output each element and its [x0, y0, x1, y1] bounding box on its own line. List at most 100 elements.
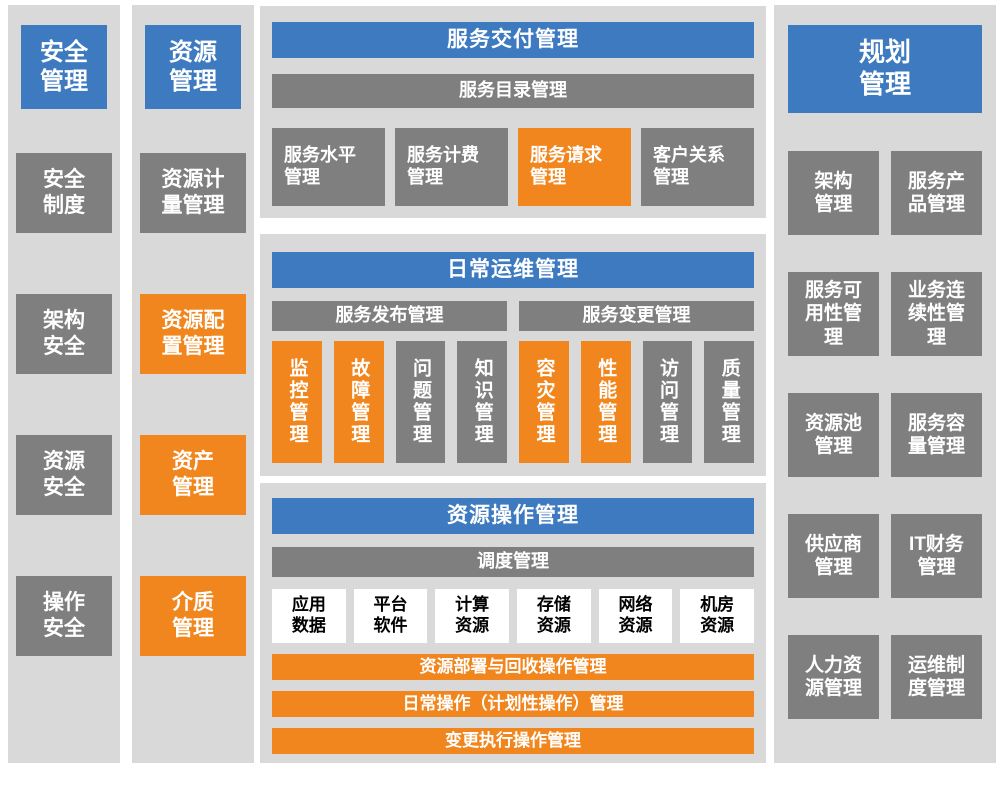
- box-label: 介质管理: [171, 591, 214, 640]
- bar-label: 变更执行操作管理: [445, 730, 581, 750]
- service-release-subheader: 服务发布管理: [272, 301, 507, 331]
- box-label: 服务请求管理: [530, 145, 602, 187]
- service-level-box: 服务水平管理: [272, 128, 385, 206]
- security-item-system: 安全制度: [16, 153, 112, 233]
- panel-title-label: 日常运维管理: [447, 258, 579, 282]
- datacenter-resource-box: 机房资源: [680, 589, 755, 643]
- resource-item-media: 介质管理: [140, 576, 246, 656]
- compute-resource-box: 计算资源: [435, 589, 510, 643]
- box-label: 资源安全: [42, 450, 85, 499]
- service-delivery-title: 服务交付管理: [272, 22, 754, 58]
- business-continuity-mgmt-box: 业务连续性管理: [891, 272, 982, 356]
- service-product-mgmt-box: 服务产品管理: [891, 151, 982, 235]
- bar-label: 日常操作（计划性操作）管理: [402, 693, 624, 713]
- daily-operations-items-row: 监控管理 故障管理 问题管理 知识管理 容灾管理 性能管理 访问管理 质量管理: [272, 341, 754, 463]
- box-label: 人力资源管理: [804, 654, 862, 699]
- box-label: 资产管理: [171, 450, 214, 499]
- panel-daily-operations: 日常运维管理 服务发布管理 服务变更管理 监控管理 故障管理 问题管理 知识管理…: [260, 234, 766, 476]
- box-label: 供应商管理: [804, 533, 862, 578]
- box-label: 监控管理: [286, 358, 308, 446]
- security-item-operation: 操作安全: [16, 576, 112, 656]
- box-label: 质量管理: [718, 358, 740, 446]
- daily-planned-operations-bar: 日常操作（计划性操作）管理: [272, 691, 754, 717]
- problem-box: 问题管理: [395, 341, 446, 463]
- storage-resource-box: 存储资源: [517, 589, 591, 643]
- box-label: 故障管理: [348, 358, 370, 446]
- service-request-box: 服务请求管理: [518, 128, 631, 206]
- quality-box: 质量管理: [704, 341, 754, 463]
- resource-pool-mgmt-box: 资源池管理: [788, 393, 879, 477]
- box-label: 服务计费管理: [407, 145, 479, 187]
- resource-header-label: 资源管理: [168, 38, 217, 95]
- change-execution-operations-bar: 变更执行操作管理: [272, 728, 754, 754]
- resource-column: 资源管理 资源计量管理 资源配置管理 资产管理 介质管理: [132, 5, 254, 763]
- disaster-recovery-box: 容灾管理: [519, 341, 569, 463]
- monitoring-box: 监控管理: [272, 341, 322, 463]
- box-label: 服务水平管理: [284, 145, 356, 187]
- box-label: 安全制度: [42, 168, 85, 217]
- panel-service-delivery: 服务交付管理 服务目录管理 服务水平管理 服务计费管理 服务请求管理 客户关系管…: [260, 6, 766, 218]
- service-billing-box: 服务计费管理: [395, 128, 508, 206]
- daily-operations-subheaders: 服务发布管理 服务变更管理: [272, 301, 754, 331]
- supplier-mgmt-box: 供应商管理: [788, 514, 879, 598]
- box-label: 访问管理: [656, 358, 678, 446]
- knowledge-box: 知识管理: [457, 341, 507, 463]
- fault-box: 故障管理: [333, 341, 384, 463]
- planning-grid: 架构管理 服务产品管理 服务可用性管理 业务连续性管理 资源池管理 服务容量管理…: [788, 151, 982, 719]
- bar-label: 服务目录管理: [459, 80, 567, 101]
- panel-resource-operations: 资源操作管理 调度管理 应用数据 平台软件 计算资源 存储资源 网络资源 机房资…: [260, 483, 766, 763]
- resource-types-row: 应用数据 平台软件 计算资源 存储资源 网络资源 机房资源: [272, 589, 755, 643]
- box-label: 容灾管理: [533, 358, 555, 446]
- box-label: 性能管理: [595, 358, 617, 446]
- security-header-label: 安全管理: [39, 38, 88, 95]
- security-item-architecture: 架构安全: [16, 294, 112, 374]
- access-box: 访问管理: [642, 341, 693, 463]
- resource-item-asset: 资产管理: [140, 435, 246, 515]
- box-label: 资源计量管理: [161, 168, 225, 217]
- architecture-mgmt-box: 架构管理: [788, 151, 879, 235]
- bar-label: 服务发布管理: [335, 305, 444, 326]
- platform-software-box: 平台软件: [353, 589, 428, 643]
- box-label: 平台软件: [373, 595, 408, 635]
- box-label: 知识管理: [471, 358, 493, 446]
- performance-box: 性能管理: [580, 341, 631, 463]
- deploy-reclaim-operations-bar: 资源部署与回收操作管理: [272, 654, 754, 680]
- resource-operations-title: 资源操作管理: [272, 498, 754, 534]
- scheduling-bar: 调度管理: [272, 547, 754, 577]
- bar-label: 资源部署与回收操作管理: [419, 656, 607, 676]
- planning-column: 规划管理 架构管理 服务产品管理 服务可用性管理 业务连续性管理 资源池管理 服…: [774, 5, 996, 763]
- box-label: 机房资源: [700, 595, 735, 635]
- box-label: 业务连续性管理: [907, 280, 965, 348]
- resource-item-configuration: 资源配置管理: [140, 294, 246, 374]
- human-resource-mgmt-box: 人力资源管理: [788, 635, 879, 719]
- box-label: IT财务管理: [909, 533, 964, 578]
- box-label: 资源配置管理: [161, 309, 225, 358]
- daily-operations-title: 日常运维管理: [272, 252, 754, 288]
- box-label: 运维制度管理: [907, 654, 965, 699]
- box-label: 操作安全: [42, 591, 85, 640]
- customer-relation-box: 客户关系管理: [641, 128, 754, 206]
- service-catalog-bar: 服务目录管理: [272, 74, 754, 108]
- box-label: 架构安全: [42, 309, 85, 358]
- planning-header: 规划管理: [788, 25, 982, 113]
- service-capacity-mgmt-box: 服务容量管理: [891, 393, 982, 477]
- bar-label: 调度管理: [477, 551, 549, 572]
- resource-header: 资源管理: [145, 25, 241, 109]
- service-change-subheader: 服务变更管理: [519, 301, 754, 331]
- network-resource-box: 网络资源: [598, 589, 673, 643]
- panel-title-label: 资源操作管理: [447, 504, 579, 528]
- box-label: 服务可用性管理: [804, 280, 862, 348]
- box-label: 问题管理: [409, 358, 431, 446]
- box-label: 存储资源: [536, 595, 571, 635]
- box-label: 应用数据: [291, 595, 326, 635]
- box-label: 资源池管理: [804, 412, 862, 457]
- it-finance-mgmt-box: IT财务管理: [891, 514, 982, 598]
- service-availability-mgmt-box: 服务可用性管理: [788, 272, 879, 356]
- box-label: 服务产品管理: [907, 170, 965, 215]
- security-header: 安全管理: [20, 25, 108, 109]
- box-label: 网络资源: [618, 595, 653, 635]
- security-column: 安全管理 安全制度 架构安全 资源安全 操作安全: [8, 5, 120, 763]
- bar-label: 服务变更管理: [582, 305, 691, 326]
- security-item-resource: 资源安全: [16, 435, 112, 515]
